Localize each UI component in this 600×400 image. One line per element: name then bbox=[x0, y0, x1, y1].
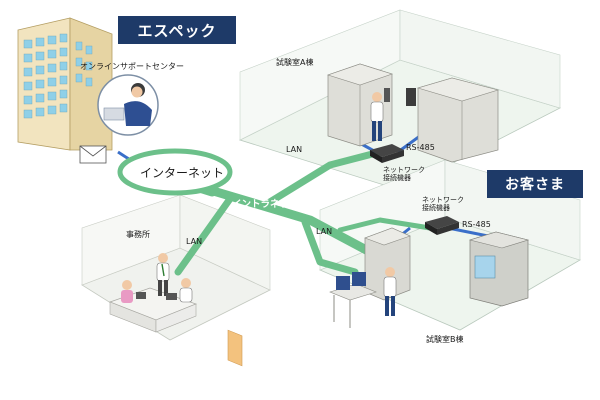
intranet-label: イントラネット bbox=[232, 199, 299, 210]
network-device-icon bbox=[370, 144, 404, 163]
network-device-b-line2: 接続機器 bbox=[422, 204, 450, 213]
lan-office-label: LAN bbox=[186, 237, 203, 246]
test-chamber-icon bbox=[468, 231, 530, 307]
network-device-icon bbox=[425, 216, 459, 235]
office-staff-icon bbox=[156, 253, 170, 296]
internet-label: インターネット bbox=[140, 166, 225, 180]
rs485-b-label: RS-485 bbox=[462, 220, 491, 229]
customer-banner: お客さま bbox=[487, 170, 583, 198]
lab-a-room bbox=[238, 9, 562, 191]
lab-b-label: 試験室B棟 bbox=[426, 335, 464, 344]
test-chamber-icon bbox=[406, 77, 500, 163]
lab-a-label: 試験室A棟 bbox=[276, 58, 314, 67]
internet-ellipse bbox=[117, 148, 233, 196]
test-chamber-icon bbox=[364, 227, 411, 301]
office-staff-icon bbox=[121, 280, 146, 303]
network-device-a-line2: 接続機器 bbox=[383, 174, 411, 183]
envelope-icon bbox=[79, 145, 107, 164]
network-device-b-label: ネットワーク 接続機器 bbox=[422, 196, 464, 212]
online-support-center-label: オンラインサポートセンター bbox=[80, 62, 184, 71]
worker-icon bbox=[370, 92, 384, 141]
worker-icon bbox=[383, 267, 397, 316]
office-building-icon bbox=[17, 17, 113, 151]
lab-b-table bbox=[329, 272, 377, 328]
office-room bbox=[81, 194, 271, 367]
network-device-b-line1: ネットワーク bbox=[422, 196, 464, 204]
lan-lab-a-label: LAN bbox=[286, 145, 303, 154]
support-operator-icon bbox=[97, 74, 159, 136]
espec-banner: エスペック bbox=[118, 16, 236, 44]
office-staff-icon bbox=[166, 278, 193, 303]
network-device-a-line1: ネットワーク bbox=[383, 166, 425, 174]
office-label: 事務所 bbox=[126, 230, 150, 239]
rs485-a-label: RS-485 bbox=[406, 143, 435, 152]
office-door bbox=[227, 329, 243, 367]
network-device-a-label: ネットワーク 接続機器 bbox=[383, 166, 425, 182]
lan-lab-b-label: LAN bbox=[316, 227, 333, 236]
